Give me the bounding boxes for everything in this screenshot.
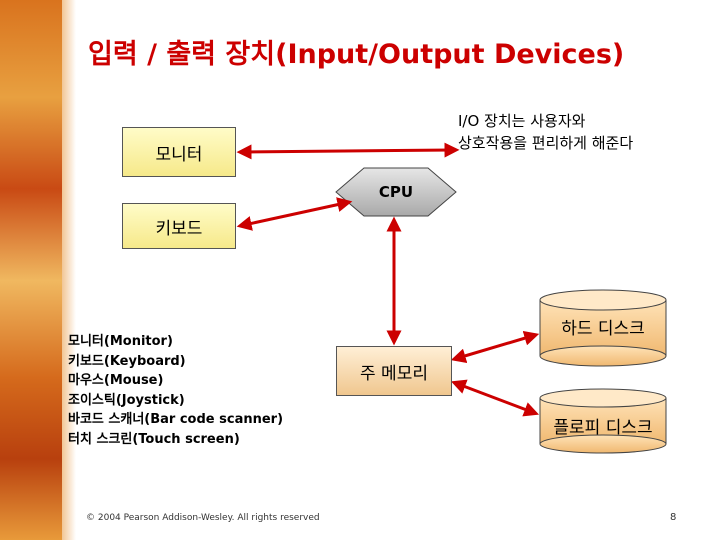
device-list-item: 모니터(Monitor) [68, 334, 173, 349]
floppy-disk-cylinder [539, 388, 667, 454]
device-list-item: 키보드(Keyboard) [68, 353, 186, 369]
arrow-memory-hard-disk [450, 330, 540, 364]
cpu-shape [335, 167, 457, 217]
io-note-line-2: 상호작용을 편리하게 해준다 [458, 134, 634, 152]
floppy-disk-label: 플로피 디스크 [553, 418, 653, 438]
main-memory-label: 주 메모리 [360, 363, 428, 384]
arrow-memory-floppy-disk [450, 379, 540, 417]
cpu-label: CPU [378, 183, 414, 201]
device-list-item: 터치 스크린(Touch screen) [68, 431, 240, 447]
keyboard-label: 키보드 [155, 218, 203, 239]
arrow-keyboard-cpu [236, 197, 353, 231]
slide-title: 입력 / 출력 장치(Input/Output Devices) [88, 39, 625, 70]
device-list: 모니터(Monitor) 키보드(Keyboard) 마우스(Mouse) 조이… [68, 332, 283, 449]
monitor-box: 모니터 [122, 127, 236, 177]
autumn-leaves-decoration [0, 0, 76, 540]
main-memory-box: 주 메모리 [336, 346, 452, 396]
hard-disk-label: 하드 디스크 [561, 319, 645, 339]
device-list-item: 마우스(Mouse) [68, 373, 164, 388]
keyboard-box: 키보드 [122, 203, 236, 249]
monitor-label: 모니터 [155, 144, 203, 165]
page-number: 8 [670, 512, 677, 523]
copyright-footer: © 2004 Pearson Addison-Wesley. All right… [86, 513, 320, 523]
io-note: I/O 장치는 사용자와 상호작용을 편리하게 해준다 [458, 110, 633, 154]
device-list-item: 조이스틱(Joystick) [68, 392, 185, 408]
arrow-monitor-cpu [236, 142, 460, 160]
hard-disk-cylinder [539, 289, 667, 367]
device-list-item: 바코드 스캐너(Bar code scanner) [68, 412, 284, 427]
io-note-line-1: I/O 장치는 사용자와 [458, 112, 586, 130]
